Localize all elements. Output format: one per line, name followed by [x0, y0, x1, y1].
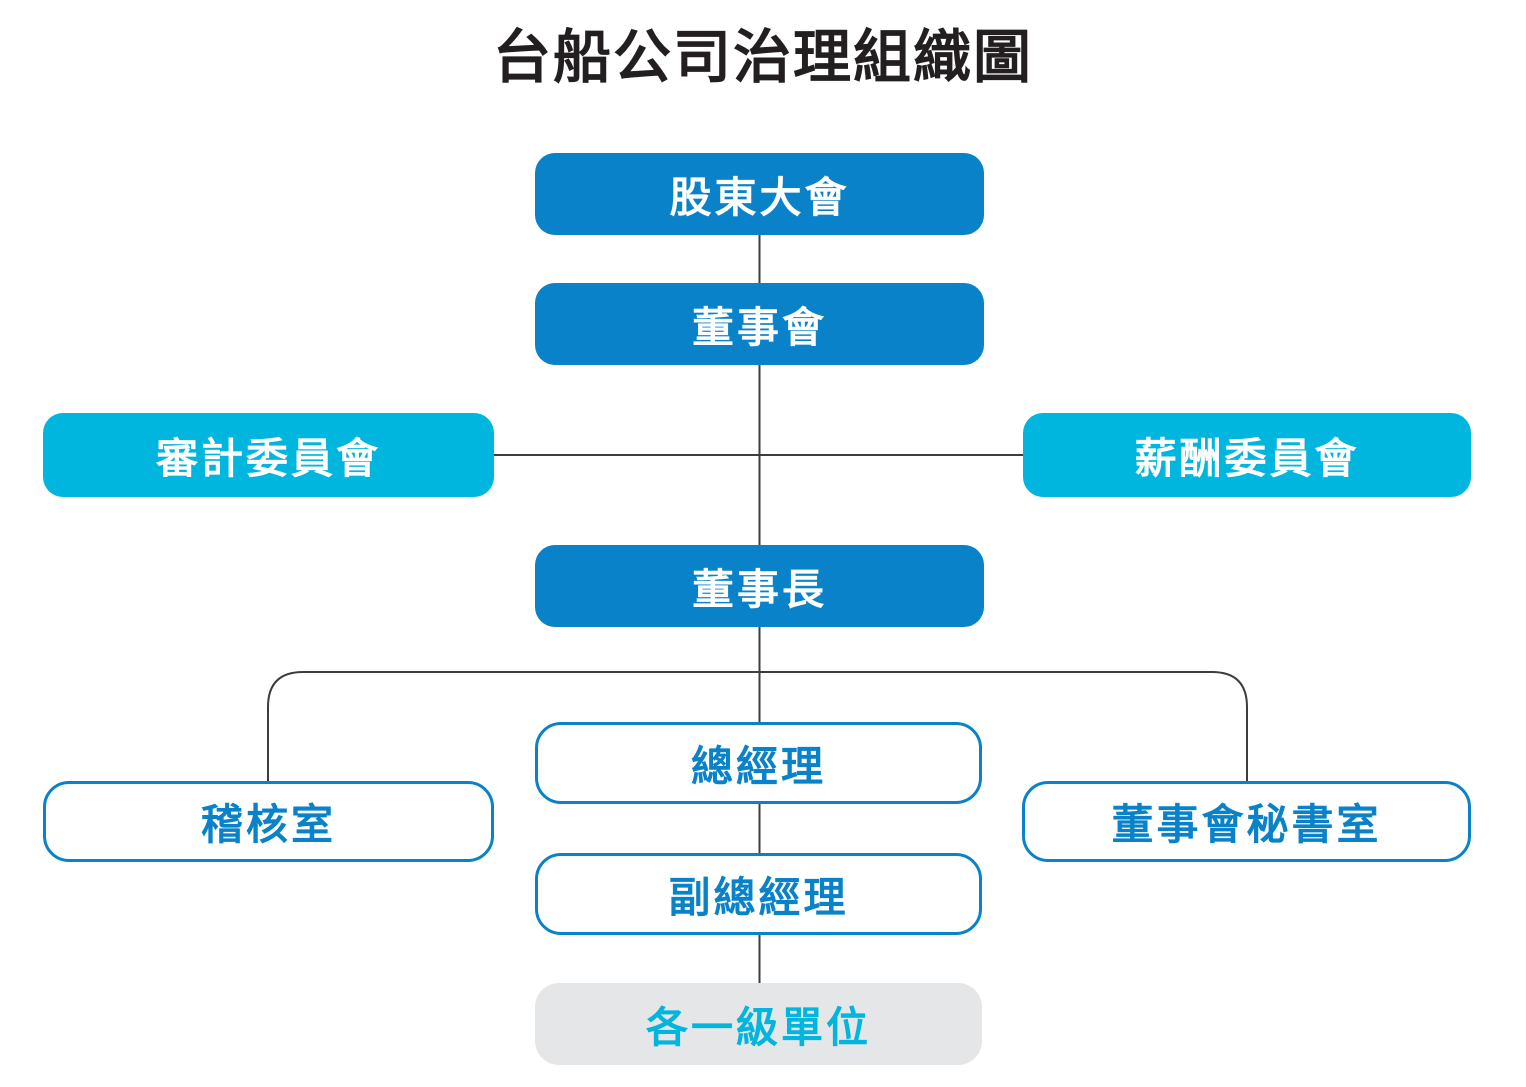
node-audit-committee-label: 審計委員會: [155, 434, 381, 482]
node-chairman-label: 董事長: [691, 565, 827, 613]
node-audit-office-label: 稽核室: [200, 801, 336, 848]
node-president: 總經理: [535, 722, 982, 804]
node-board-secretariat: 董事會秘書室: [1022, 781, 1471, 862]
node-first-level-units: 各一級單位: [535, 983, 982, 1065]
node-board-secretariat-label: 董事會秘書室: [1111, 801, 1382, 848]
node-compensation-committee: 薪酬委員會: [1023, 413, 1471, 497]
connector-chairman-side-offices: [267, 671, 1248, 782]
node-board-of-directors-label: 董事會: [691, 303, 827, 351]
node-chairman: 董事長: [535, 545, 984, 627]
node-vice-president: 副總經理: [535, 853, 982, 935]
node-first-level-units-label: 各一級單位: [645, 1003, 871, 1051]
node-shareholders-meeting-label: 股東大會: [669, 173, 850, 221]
node-audit-office: 稽核室: [43, 781, 494, 862]
node-board-of-directors: 董事會: [535, 283, 984, 365]
node-compensation-committee-label: 薪酬委員會: [1134, 434, 1360, 482]
node-audit-committee: 審計委員會: [43, 413, 494, 497]
node-shareholders-meeting: 股東大會: [535, 153, 984, 235]
node-vice-president-label: 副總經理: [668, 873, 849, 921]
chart-title: 台船公司治理組織圖: [492, 25, 1033, 90]
node-president-label: 總經理: [690, 742, 826, 790]
